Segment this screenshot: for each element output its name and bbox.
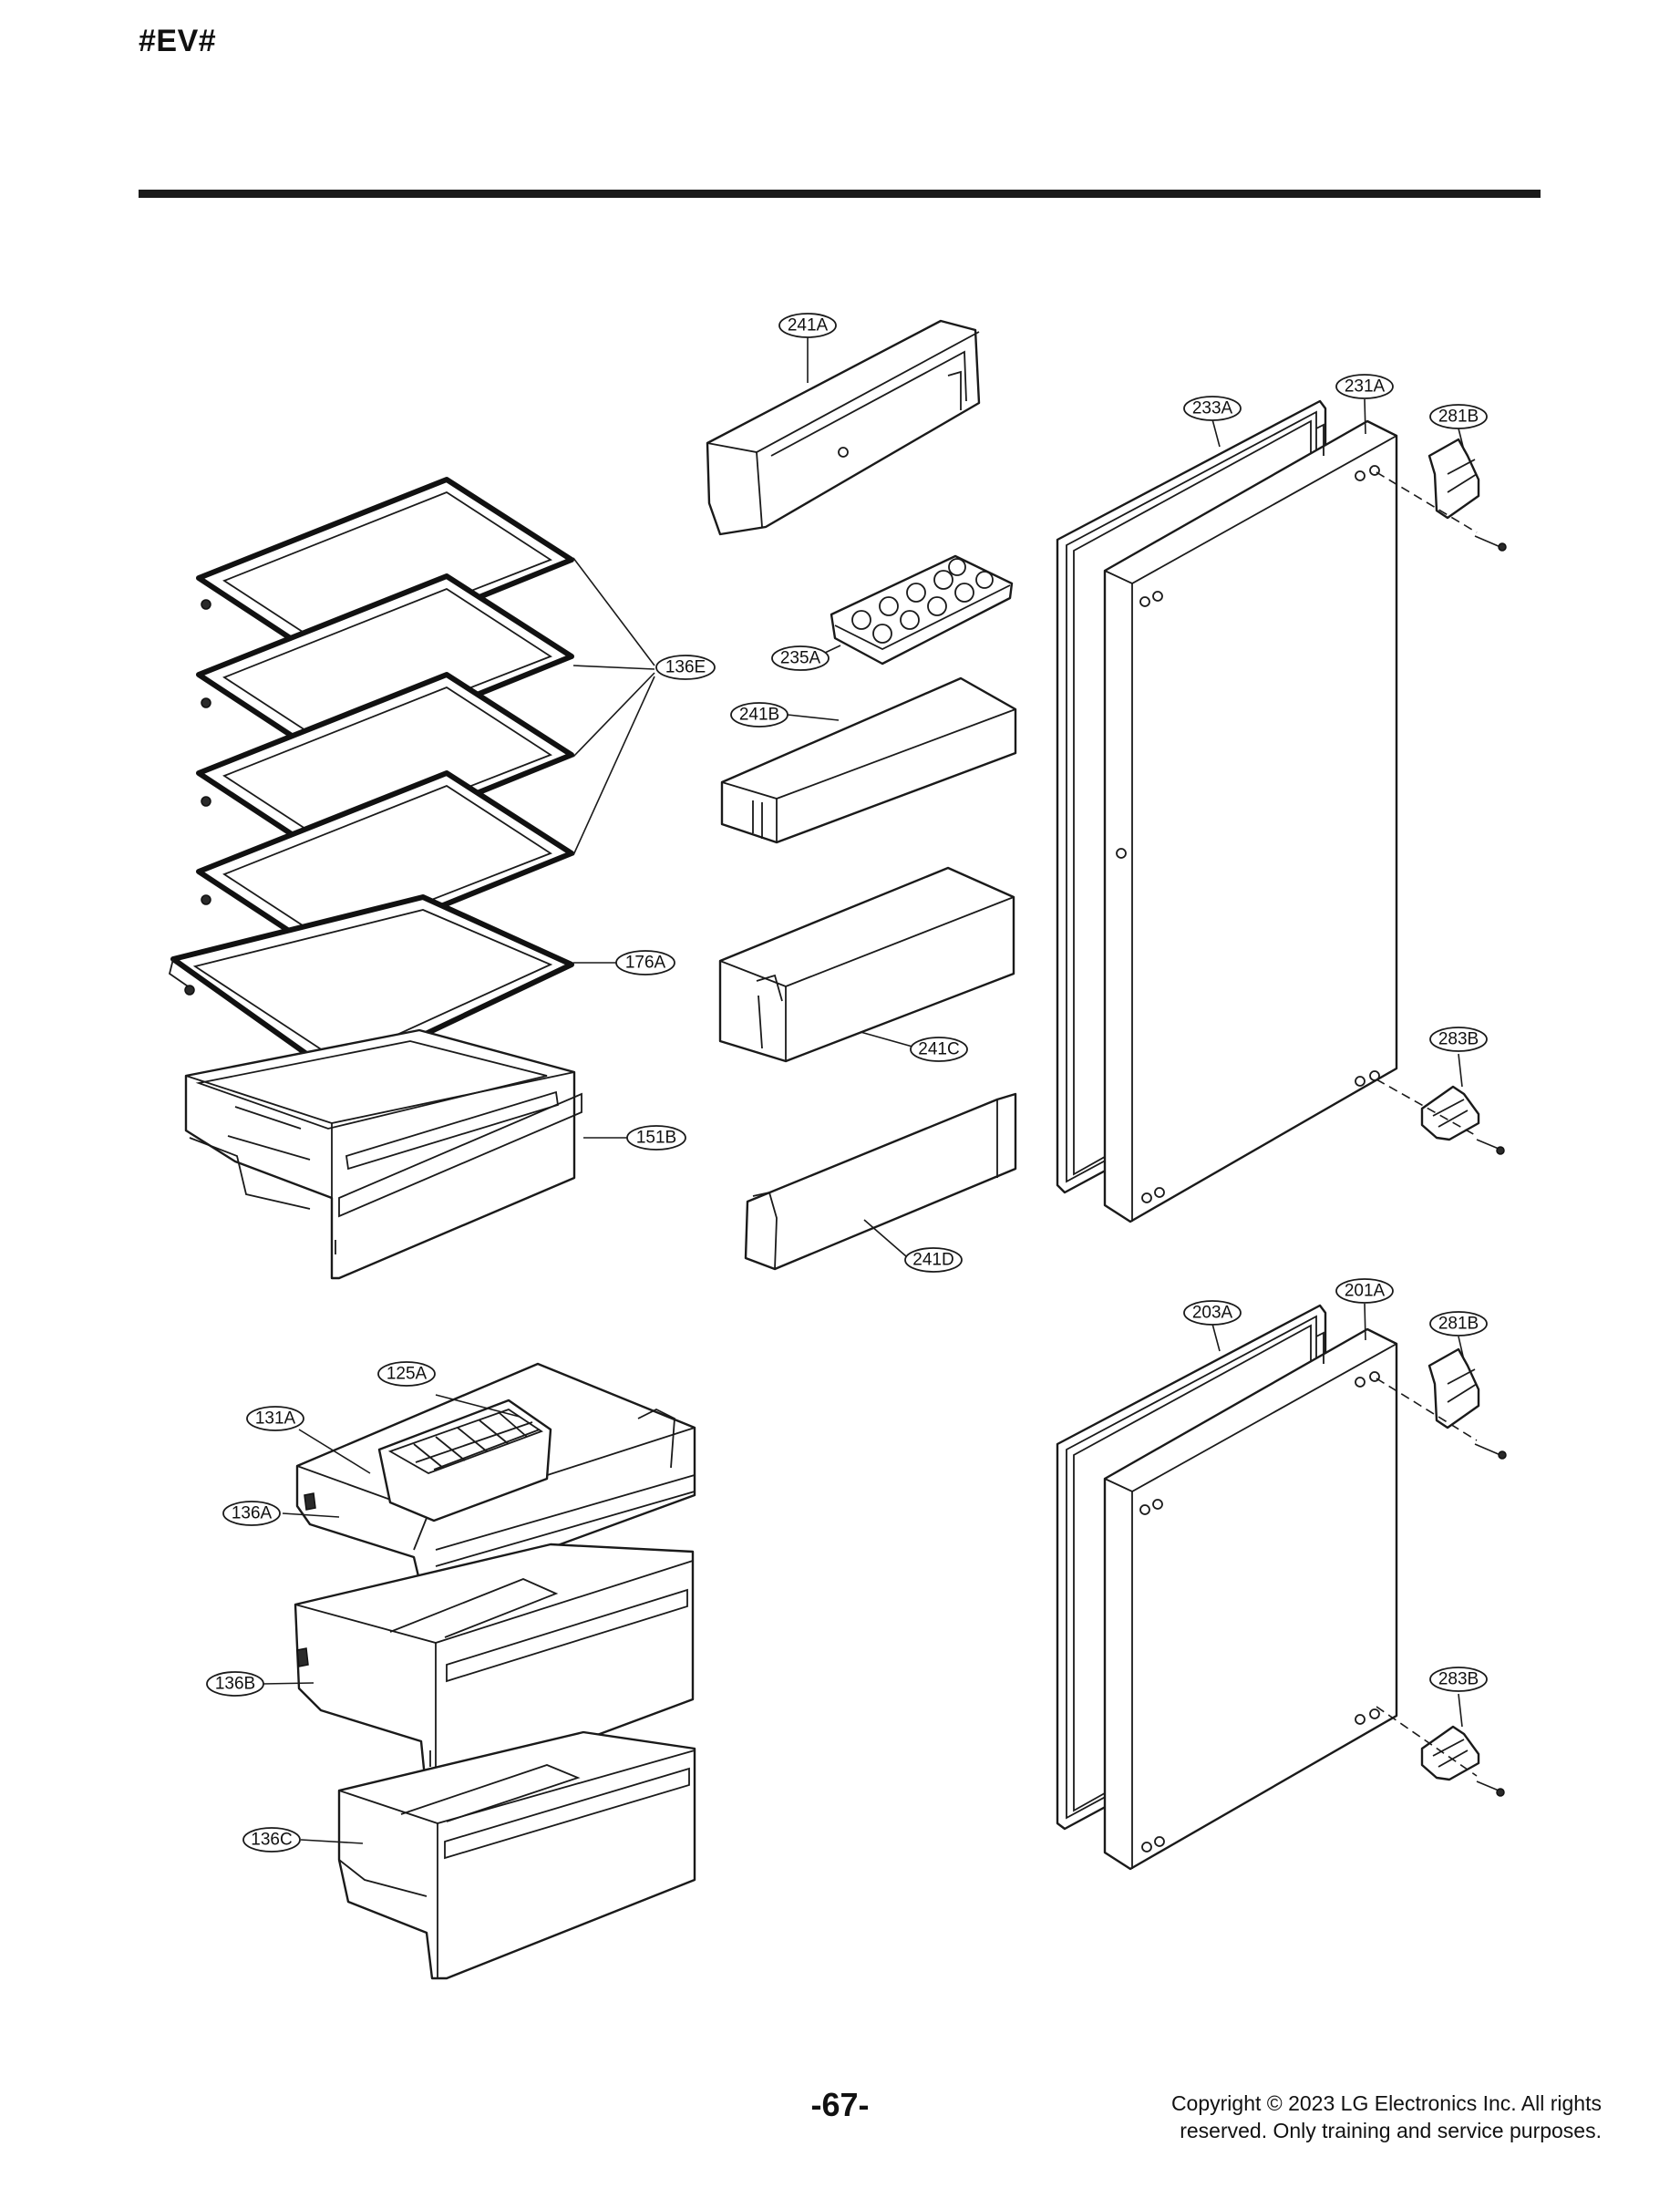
callout-125A: 125A — [377, 1361, 436, 1387]
callout-text-125A: 125A — [387, 1365, 428, 1384]
callout-text-151B: 151B — [636, 1129, 676, 1148]
callout-text-136E: 136E — [665, 658, 706, 677]
crisper-cover-176A — [168, 894, 574, 1079]
leader-201A — [1364, 1303, 1366, 1341]
callout-241C: 241C — [910, 1037, 968, 1062]
callout-text-136B: 136B — [215, 1675, 255, 1694]
freezer-drawer-136C — [337, 1730, 696, 1980]
leader-231A — [1364, 398, 1366, 435]
leader-131A — [298, 1429, 371, 1474]
leader-241C — [860, 1031, 920, 1049]
ice-tray-125A — [377, 1398, 552, 1522]
leader-235A — [824, 645, 841, 654]
egg-tray-235A — [830, 554, 1014, 666]
leader-281B-bottom — [1458, 1336, 1465, 1361]
copyright-line-2: reserved. Only training and service purp… — [1180, 2119, 1602, 2142]
callout-text-281B-bottom: 281B — [1438, 1315, 1479, 1334]
callout-text-233A: 233A — [1192, 399, 1233, 418]
callout-text-283B-top: 283B — [1438, 1030, 1479, 1049]
leader-136B — [262, 1682, 314, 1685]
callout-text-283B-bottom: 283B — [1438, 1670, 1479, 1689]
callout-176A: 176A — [615, 950, 675, 975]
leader-283B-top — [1458, 1053, 1463, 1088]
callout-text-241B: 241B — [739, 706, 779, 725]
hinge-281B-bottom — [1376, 1347, 1507, 1460]
callout-283B-top: 283B — [1429, 1027, 1488, 1052]
page-number: -67- — [810, 2086, 870, 2123]
callout-151B: 151B — [626, 1125, 686, 1151]
callout-233A: 233A — [1183, 396, 1242, 421]
callout-text-136C: 136C — [251, 1831, 292, 1850]
leader-281B-top — [1458, 428, 1465, 451]
callout-136C: 136C — [242, 1827, 301, 1853]
callout-text-176A: 176A — [625, 954, 666, 973]
door-bin-241D — [744, 1092, 1017, 1271]
callout-241D: 241D — [904, 1247, 963, 1273]
freezer-door-201A — [1103, 1327, 1398, 1871]
leader-283B-bottom — [1458, 1693, 1463, 1728]
callout-201A: 201A — [1335, 1278, 1394, 1304]
callout-text-235A: 235A — [780, 649, 821, 668]
callout-136E: 136E — [655, 655, 716, 680]
hinge-281B-top — [1376, 438, 1507, 552]
callout-241A: 241A — [778, 313, 837, 338]
callout-text-201A: 201A — [1345, 1282, 1386, 1301]
callout-text-281B-top: 281B — [1438, 408, 1479, 427]
leader-136A — [282, 1512, 340, 1518]
callout-136A: 136A — [222, 1501, 281, 1526]
callout-235A: 235A — [771, 645, 830, 671]
door-bin-241B — [720, 676, 1017, 844]
callout-text-203A: 203A — [1192, 1304, 1233, 1323]
glass-shelf-2 — [196, 573, 574, 760]
leader-203A — [1211, 1323, 1221, 1352]
shelf-group-136E — [196, 477, 574, 959]
header-rule — [139, 190, 1541, 198]
copyright-notice: Copyright © 2023 LG Electronics Inc. All… — [1171, 2090, 1602, 2144]
callout-131A: 131A — [246, 1406, 304, 1431]
hinge-283B-top — [1376, 1079, 1505, 1155]
callout-203A: 203A — [1183, 1300, 1242, 1326]
drawer-stopper-136A — [304, 1492, 316, 1511]
door-bin-241C — [718, 866, 1015, 1063]
leader-241D — [863, 1219, 907, 1257]
leader-241B — [787, 714, 840, 721]
callout-136B: 136B — [206, 1671, 264, 1697]
callout-text-136A: 136A — [232, 1504, 273, 1523]
callout-231A: 231A — [1335, 374, 1394, 399]
refrigerator-door-231A — [1103, 419, 1398, 1223]
callout-283B-bottom: 283B — [1429, 1667, 1488, 1692]
page-marker: #EV# — [139, 24, 217, 58]
leader-125A — [435, 1394, 520, 1418]
crisper-drawer-151B — [184, 1028, 582, 1280]
callout-text-241C: 241C — [918, 1040, 959, 1059]
copyright-line-1: Copyright © 2023 LG Electronics Inc. All… — [1170, 2091, 1602, 2115]
leader-136C — [300, 1839, 364, 1844]
callout-241B: 241B — [730, 702, 788, 728]
leaders-136E — [572, 557, 655, 856]
callout-281B-bottom: 281B — [1429, 1311, 1488, 1337]
callout-text-241A: 241A — [788, 316, 829, 335]
dairy-bin-241A — [706, 319, 981, 536]
callout-text-241D: 241D — [912, 1251, 953, 1270]
leader-233A — [1211, 418, 1221, 448]
callout-text-131A: 131A — [255, 1409, 296, 1429]
callout-text-231A: 231A — [1345, 377, 1386, 397]
hinge-283B-bottom — [1376, 1706, 1505, 1797]
callout-281B-top: 281B — [1429, 404, 1488, 429]
